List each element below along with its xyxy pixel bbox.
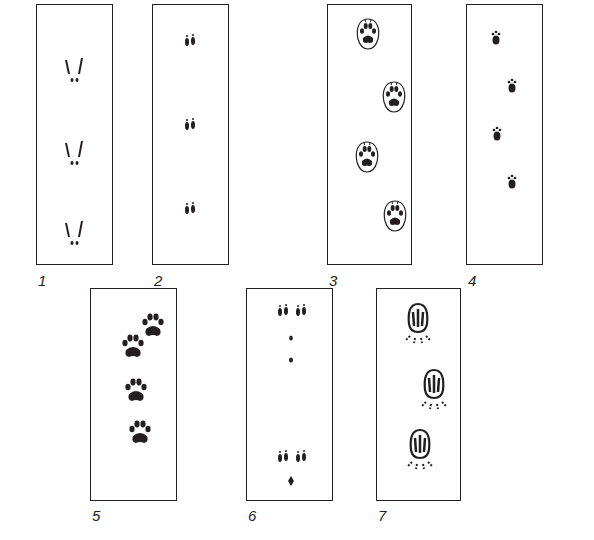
panel-number: 5 [92, 508, 100, 523]
panel-number: 6 [248, 508, 256, 523]
panel-number: 4 [468, 273, 476, 288]
panel-frame [247, 289, 333, 501]
panel-frame [377, 289, 461, 501]
canid-tracks [356, 19, 405, 231]
panel-number: 3 [329, 273, 337, 288]
large-tracks [406, 304, 446, 469]
bounding-tracks [278, 304, 306, 486]
hare-tracks [65, 58, 83, 245]
panel-frame [91, 289, 177, 501]
panel-number: 1 [38, 273, 46, 288]
rodent-tracks [185, 34, 195, 214]
panel-number: 2 [154, 273, 162, 288]
panel-frame [328, 5, 412, 265]
panel-frame [37, 5, 113, 265]
felid-tracks [122, 314, 163, 443]
panel-number: 7 [378, 508, 386, 523]
panel-frame [467, 5, 543, 265]
panel-frame [153, 5, 229, 265]
mustelid-tracks [492, 31, 517, 189]
